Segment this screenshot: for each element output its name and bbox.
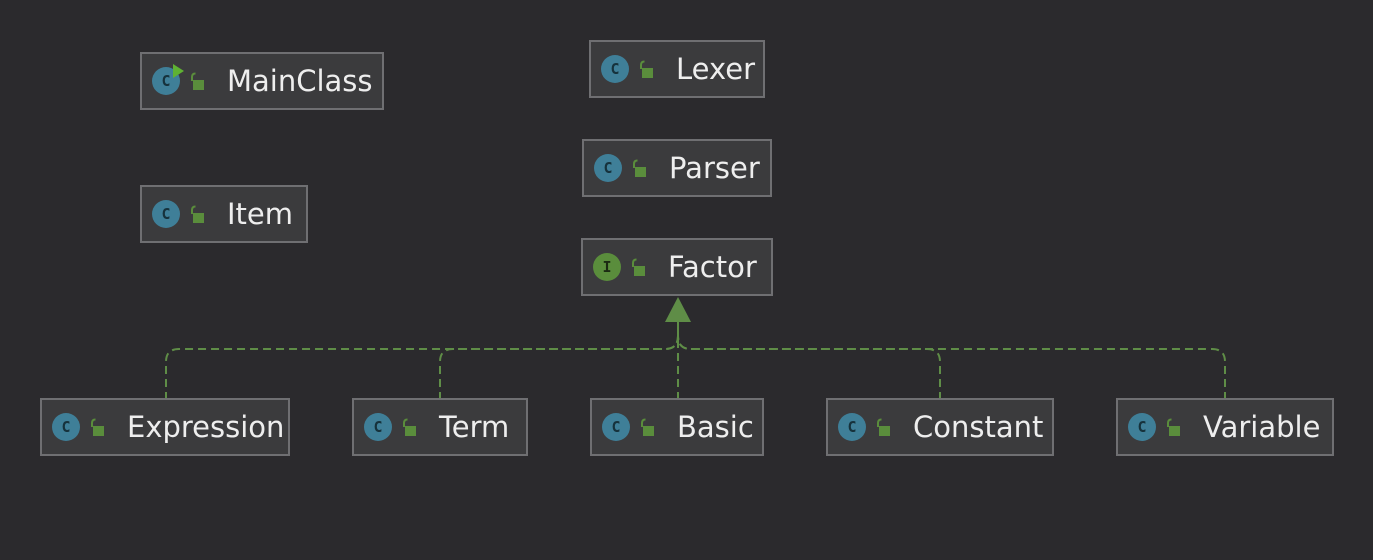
edge-expression-implements-factor: [165, 322, 679, 400]
class-icon: C: [1128, 413, 1156, 441]
class-node-term[interactable]: C Term: [352, 398, 528, 456]
public-unlock-icon: [877, 418, 890, 436]
class-node-mainclass[interactable]: C MainClass: [140, 52, 384, 110]
class-node-constant[interactable]: C Constant: [826, 398, 1054, 456]
edge-term-implements-factor: [439, 322, 679, 400]
edge-constant-implements-factor: [677, 322, 941, 400]
class-name: Lexer: [676, 52, 756, 86]
class-node-lexer[interactable]: C Lexer: [589, 40, 765, 98]
class-name: Parser: [669, 151, 760, 185]
class-node-basic[interactable]: C Basic: [590, 398, 764, 456]
class-icon: C: [601, 55, 629, 83]
class-name: Term: [439, 410, 510, 444]
class-icon: C: [602, 413, 630, 441]
class-name: MainClass: [227, 64, 373, 98]
class-node-parser[interactable]: C Parser: [582, 139, 772, 197]
interface-icon: I: [593, 253, 621, 281]
public-unlock-icon: [191, 205, 204, 223]
class-icon: C: [152, 64, 184, 95]
class-name: Expression: [127, 410, 285, 444]
interface-name: Factor: [668, 250, 757, 284]
class-node-expression[interactable]: C Expression: [40, 398, 290, 456]
realization-arrowhead: [665, 297, 691, 322]
class-icon: C: [152, 200, 180, 228]
class-icon: C: [838, 413, 866, 441]
class-icon: C: [364, 413, 392, 441]
class-node-item[interactable]: C Item: [140, 185, 308, 243]
public-unlock-icon: [403, 418, 416, 436]
public-unlock-icon: [1167, 418, 1180, 436]
public-unlock-icon: [640, 60, 653, 78]
run-icon: [173, 64, 184, 78]
public-unlock-icon: [632, 258, 645, 276]
class-name: Variable: [1203, 410, 1321, 444]
class-name: Item: [227, 197, 294, 231]
class-node-variable[interactable]: C Variable: [1116, 398, 1334, 456]
public-unlock-icon: [191, 72, 204, 90]
class-name: Constant: [913, 410, 1044, 444]
public-unlock-icon: [633, 159, 646, 177]
class-name: Basic: [677, 410, 754, 444]
edge-variable-implements-factor: [677, 322, 1226, 400]
class-icon: C: [52, 413, 80, 441]
public-unlock-icon: [641, 418, 654, 436]
interface-node-factor[interactable]: I Factor: [581, 238, 773, 296]
public-unlock-icon: [91, 418, 104, 436]
class-icon: C: [594, 154, 622, 182]
